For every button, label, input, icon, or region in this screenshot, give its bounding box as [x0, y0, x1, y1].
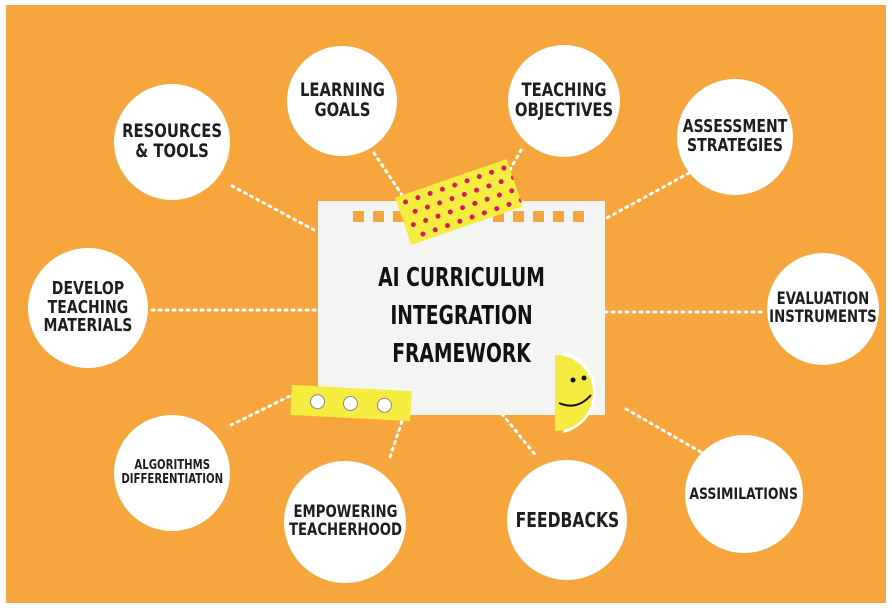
connector-teaching-objectives — [504, 148, 523, 179]
connector-assimilations — [624, 407, 708, 457]
node-assimilations: ASSIMILATIONS — [685, 435, 803, 553]
tape-dot — [485, 182, 493, 190]
connector-lines — [150, 148, 768, 459]
paper-punch-hole — [353, 211, 364, 222]
paper-punch-hole — [393, 211, 404, 222]
connector-learning-goals — [372, 151, 408, 203]
node-teaching-objectives: TEACHING OBJECTIVES — [508, 45, 620, 157]
node-label: DEVELOP TEACHING MATERIALS — [43, 277, 133, 337]
node-assessment-strategies: ASSESSMENT STRATEGIES — [677, 79, 793, 195]
title-line-1: AI CURRICULUM — [378, 263, 545, 293]
tape-dot — [461, 191, 468, 198]
tape-dot — [468, 213, 476, 221]
node-label: ALGORITHMS DIFFERENTIATION — [121, 458, 223, 487]
tape-dot — [481, 209, 488, 216]
smiley-face-sticker — [555, 351, 596, 433]
connector-feedbacks — [500, 412, 539, 459]
connector-empowering — [388, 413, 406, 459]
tape-dot — [459, 204, 466, 211]
paper-punch-hole — [553, 211, 564, 222]
tape-dot — [451, 181, 458, 189]
tape-dot — [411, 208, 419, 215]
tape-dot — [436, 199, 443, 207]
tape-dot — [402, 198, 409, 206]
tape-dot — [444, 222, 451, 229]
tape-dot — [414, 194, 422, 201]
paper-punch-hole — [573, 211, 584, 222]
node-empowering-teacherhood: EMPOWERING TEACHERHOOD — [284, 461, 406, 583]
tape-dot — [483, 196, 491, 203]
connector-assessment — [603, 171, 691, 221]
connector-algorithms — [229, 393, 294, 427]
tape-dot — [410, 221, 417, 228]
tape-dot — [447, 208, 454, 216]
node-label: LEARNING GOALS — [299, 79, 385, 121]
title-line-2: INTEGRATION — [390, 301, 533, 331]
paper-punch-hole — [513, 211, 524, 222]
tape-dot — [419, 230, 427, 238]
connector-resources — [230, 184, 318, 233]
node-label: RESOURCES & TOOLS — [122, 120, 222, 162]
node-label: ASSESSMENT STRATEGIES — [682, 116, 788, 156]
tape-dot — [424, 203, 431, 211]
small-smiley-icon — [343, 395, 359, 411]
tape-dot — [439, 186, 446, 193]
center-paper-note: AI CURRICULUM INTEGRATION FRAMEWORK — [318, 201, 605, 415]
smiley-tape — [290, 384, 412, 422]
tape-dot — [500, 164, 508, 172]
node-develop-teaching-materials: DEVELOP TEACHING MATERIALS — [28, 248, 148, 368]
small-smiley-icon — [376, 396, 393, 413]
node-label: EMPOWERING TEACHERHOOD — [288, 502, 402, 540]
tape-dot — [463, 177, 471, 184]
node-feedbacks: FEEDBACKS — [507, 460, 627, 580]
tape-dot — [493, 205, 500, 212]
tape-dot — [496, 191, 503, 199]
tape-dot — [456, 218, 464, 225]
tape-dot — [432, 226, 439, 233]
tape-dot — [471, 200, 479, 207]
paper-punch-hole — [493, 211, 504, 222]
node-label: FEEDBACKS — [515, 507, 619, 532]
tape-dot — [473, 186, 480, 194]
tape-dot — [508, 187, 515, 194]
node-algorithms-differentiation: ALGORITHMS DIFFERENTIATION — [114, 415, 230, 531]
node-label: TEACHING OBJECTIVES — [514, 79, 614, 121]
node-evaluation-instruments: EVALUATION INSTRUMENTS — [767, 253, 879, 365]
node-learning-goals: LEARNING GOALS — [287, 46, 397, 156]
tape-dot — [497, 178, 505, 185]
small-smiley-icon — [309, 393, 326, 410]
tape-dot — [426, 190, 434, 197]
tape-dot — [476, 173, 483, 180]
paper-punch-hole — [373, 211, 384, 222]
tape-dot — [434, 212, 442, 220]
node-resources-tools: RESOURCES & TOOLS — [114, 84, 230, 200]
tape-dot — [422, 217, 429, 224]
node-label: EVALUATION INSTRUMENTS — [769, 289, 877, 327]
paper-punch-hole — [533, 211, 544, 222]
title-line-3: FRAMEWORK — [392, 339, 531, 369]
node-label: ASSIMILATIONS — [689, 483, 799, 503]
framework-title: AI CURRICULUM INTEGRATION FRAMEWORK — [358, 259, 565, 373]
tape-dot — [448, 195, 456, 202]
tape-dot — [505, 201, 513, 208]
tape-dot — [488, 169, 495, 176]
diagram-canvas: LEARNING GOALS TEACHING OBJECTIVES RESOU… — [6, 5, 886, 603]
